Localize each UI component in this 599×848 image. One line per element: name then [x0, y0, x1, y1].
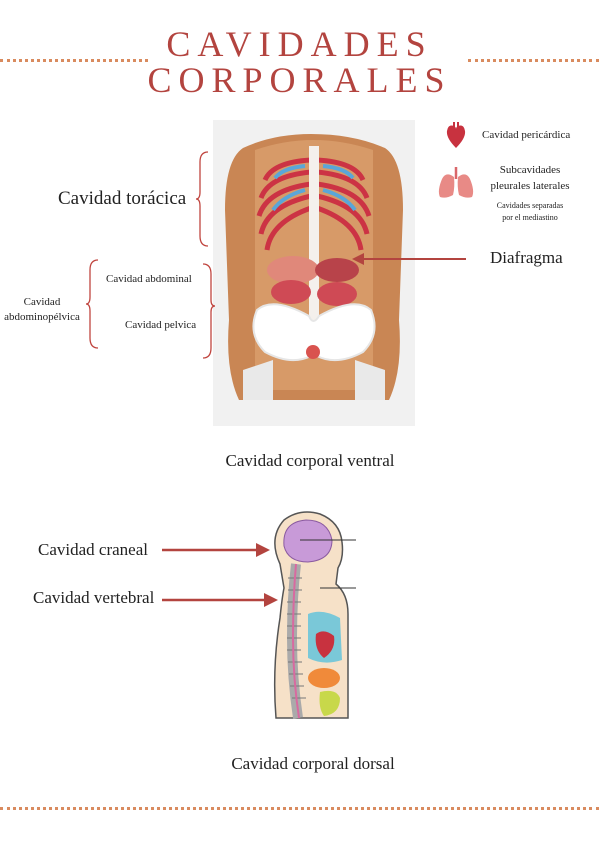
caption-cavidad-ventral: Cavidad corporal ventral: [225, 451, 395, 470]
label-cavidad-abdominopelvica-line2: abdominopélvica: [4, 311, 80, 323]
caption-cavidad-dorsal: Cavidad corporal dorsal: [231, 754, 395, 773]
dorsal-sagittal-illustration: [273, 511, 349, 719]
legend-subcavidades-line1: Subcavidades: [499, 164, 561, 176]
label-cavidad-craneal: Cavidad craneal: [38, 540, 148, 559]
header-divider-left: [0, 59, 148, 62]
header-divider-right: [468, 59, 599, 62]
abdominopelvica-bracket: [86, 259, 99, 349]
label-cavidad-pelvica: Cavidad pelvica: [125, 319, 197, 331]
toracica-bracket: [196, 151, 209, 247]
label-diafragma: Diafragma: [490, 248, 563, 267]
footer-divider: [0, 807, 599, 810]
abdominal-pelvica-bracket: [202, 263, 215, 359]
legend-cavidad-pericardica: Cavidad pericárdica: [482, 129, 571, 141]
heart-icon: [446, 122, 466, 148]
label-cavidad-toracica: Cavidad torácica: [58, 188, 187, 209]
label-cavidad-vertebral: Cavidad vertebral: [33, 588, 155, 607]
legend-subcavidades-line2: pleurales laterales: [490, 180, 570, 192]
page-title-line1: CAVIDADES: [166, 24, 433, 64]
ventral-torso-illustration: [213, 120, 415, 426]
diafragma-arrow: [352, 253, 466, 265]
legend-mediastino-line1: Cavidades separadas: [496, 201, 564, 210]
legend-mediastino-line2: por el mediastino: [502, 213, 558, 222]
vertebral-arrow: [162, 593, 278, 607]
craneal-arrow: [162, 543, 270, 557]
page-title-line2: CORPORALES: [147, 60, 452, 100]
label-cavidad-abdominopelvica-line1: Cavidad: [23, 296, 61, 308]
lungs-icon: [438, 167, 474, 198]
label-cavidad-abdominal: Cavidad abdominal: [106, 273, 192, 285]
dorsal-pointer-lines: [300, 539, 356, 589]
